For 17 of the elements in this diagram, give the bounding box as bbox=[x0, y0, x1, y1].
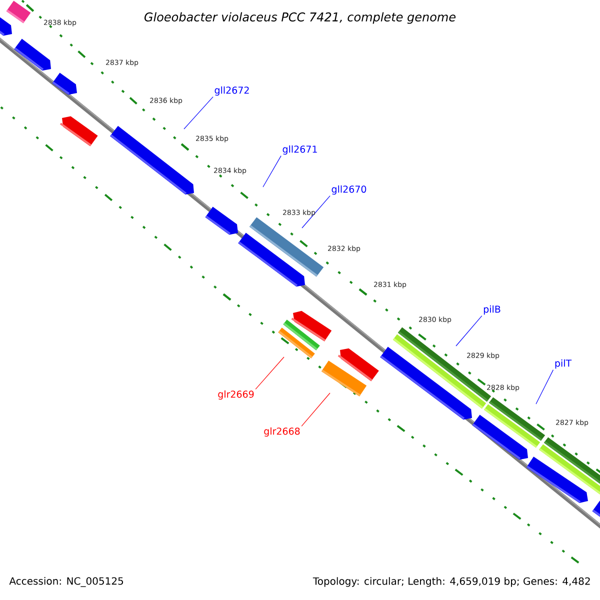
leader-line bbox=[302, 196, 330, 228]
gene-label: glr2668 bbox=[264, 427, 300, 437]
leader-line bbox=[184, 96, 214, 130]
title: Gloeobacter violaceus PCC 7421, complete genome bbox=[144, 12, 456, 24]
leader-line bbox=[262, 156, 282, 188]
leader-line bbox=[536, 370, 554, 404]
gene-label: gll2671 bbox=[282, 145, 317, 155]
gene-label: glr2669 bbox=[218, 390, 254, 400]
gene-label: gll2672 bbox=[214, 86, 249, 96]
leader-line bbox=[456, 316, 482, 346]
footer-text: Accession: NC_005125 bbox=[9, 577, 124, 587]
leader-line bbox=[301, 392, 330, 426]
gene-label: pilB bbox=[484, 305, 500, 315]
gene-label: gll2670 bbox=[332, 185, 366, 195]
gene-label: pilT bbox=[555, 359, 572, 369]
leader-line bbox=[255, 356, 284, 390]
footer-text: Topology: circular; Length: 4,659,019 bp; Genes: 4,482 bbox=[312, 577, 590, 587]
